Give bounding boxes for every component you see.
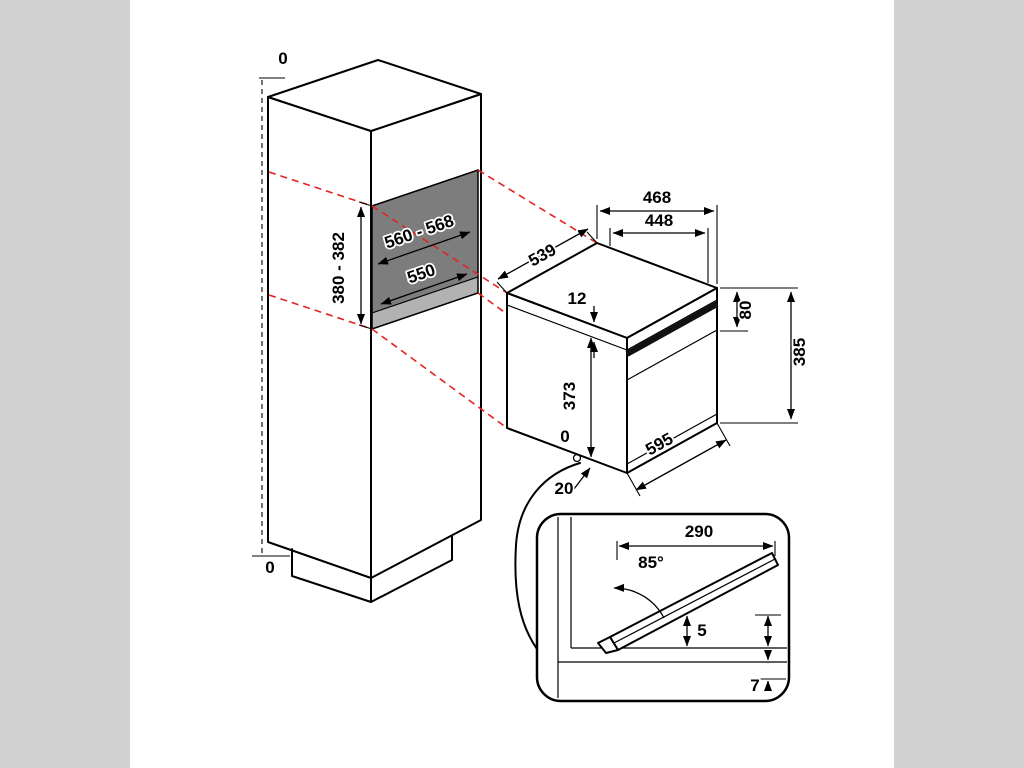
dim-door-height: 290 bbox=[685, 522, 713, 541]
oven-dimensions bbox=[496, 205, 798, 497]
dim-oven-front-height: 373 bbox=[560, 382, 579, 410]
dim-hinge-clearance: 20 bbox=[555, 479, 574, 498]
dim-overhang: 7 bbox=[750, 676, 759, 695]
door-detail-inset bbox=[535, 512, 791, 703]
detail-leader-line bbox=[514, 462, 581, 650]
cabinet-dimensions bbox=[357, 201, 471, 330]
dim-niche-height: 380 - 382 bbox=[329, 232, 348, 304]
dim-oven-depth-overall: 468 bbox=[643, 188, 671, 207]
tall-cabinet-unit bbox=[252, 59, 482, 603]
oven-unit bbox=[506, 242, 719, 474]
open-door bbox=[597, 552, 779, 654]
projection-lines bbox=[268, 169, 598, 429]
dim-oven-height: 385 bbox=[790, 338, 809, 366]
detail-bubble bbox=[535, 512, 791, 703]
dim-edge-gap: 5 bbox=[697, 621, 706, 640]
oven-door-seam bbox=[625, 301, 719, 357]
dim-oven-depth-body: 448 bbox=[645, 211, 673, 230]
dim-top-clearance: 0 bbox=[278, 49, 287, 68]
dim-bottom-clearance: 0 bbox=[265, 558, 274, 577]
dim-opening-angle: 85° bbox=[638, 553, 664, 572]
dim-oven-top-inset: 12 bbox=[568, 289, 587, 308]
dim-oven-bottom-gap: 0 bbox=[560, 427, 569, 446]
dim-oven-fascia-height: 80 bbox=[736, 301, 755, 320]
hinge-point-marker bbox=[572, 453, 582, 463]
